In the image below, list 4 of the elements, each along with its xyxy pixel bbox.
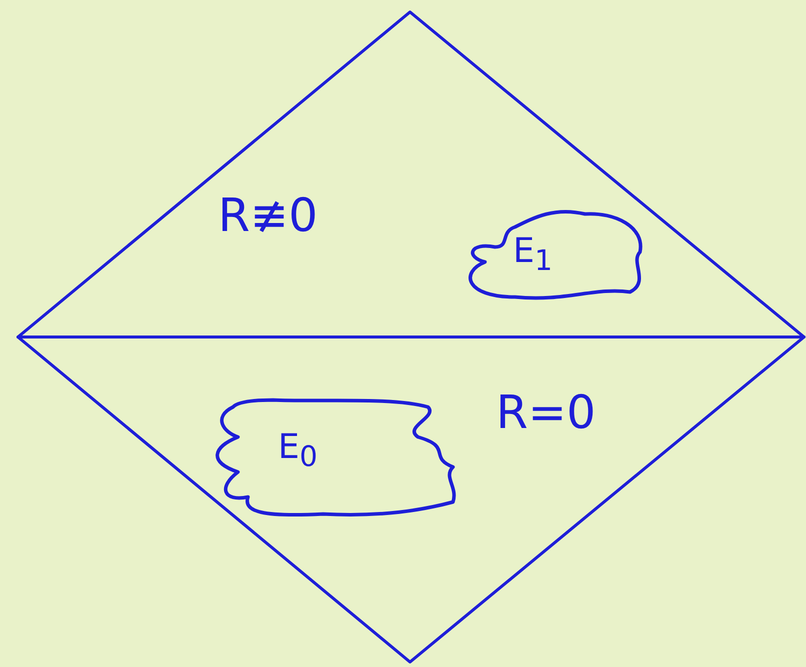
- region-label: R≢0: [218, 192, 318, 238]
- set-label: E$_{0}$: [278, 430, 318, 472]
- set-label: E$_{1}$: [513, 234, 553, 276]
- region-label: R=0: [496, 389, 596, 435]
